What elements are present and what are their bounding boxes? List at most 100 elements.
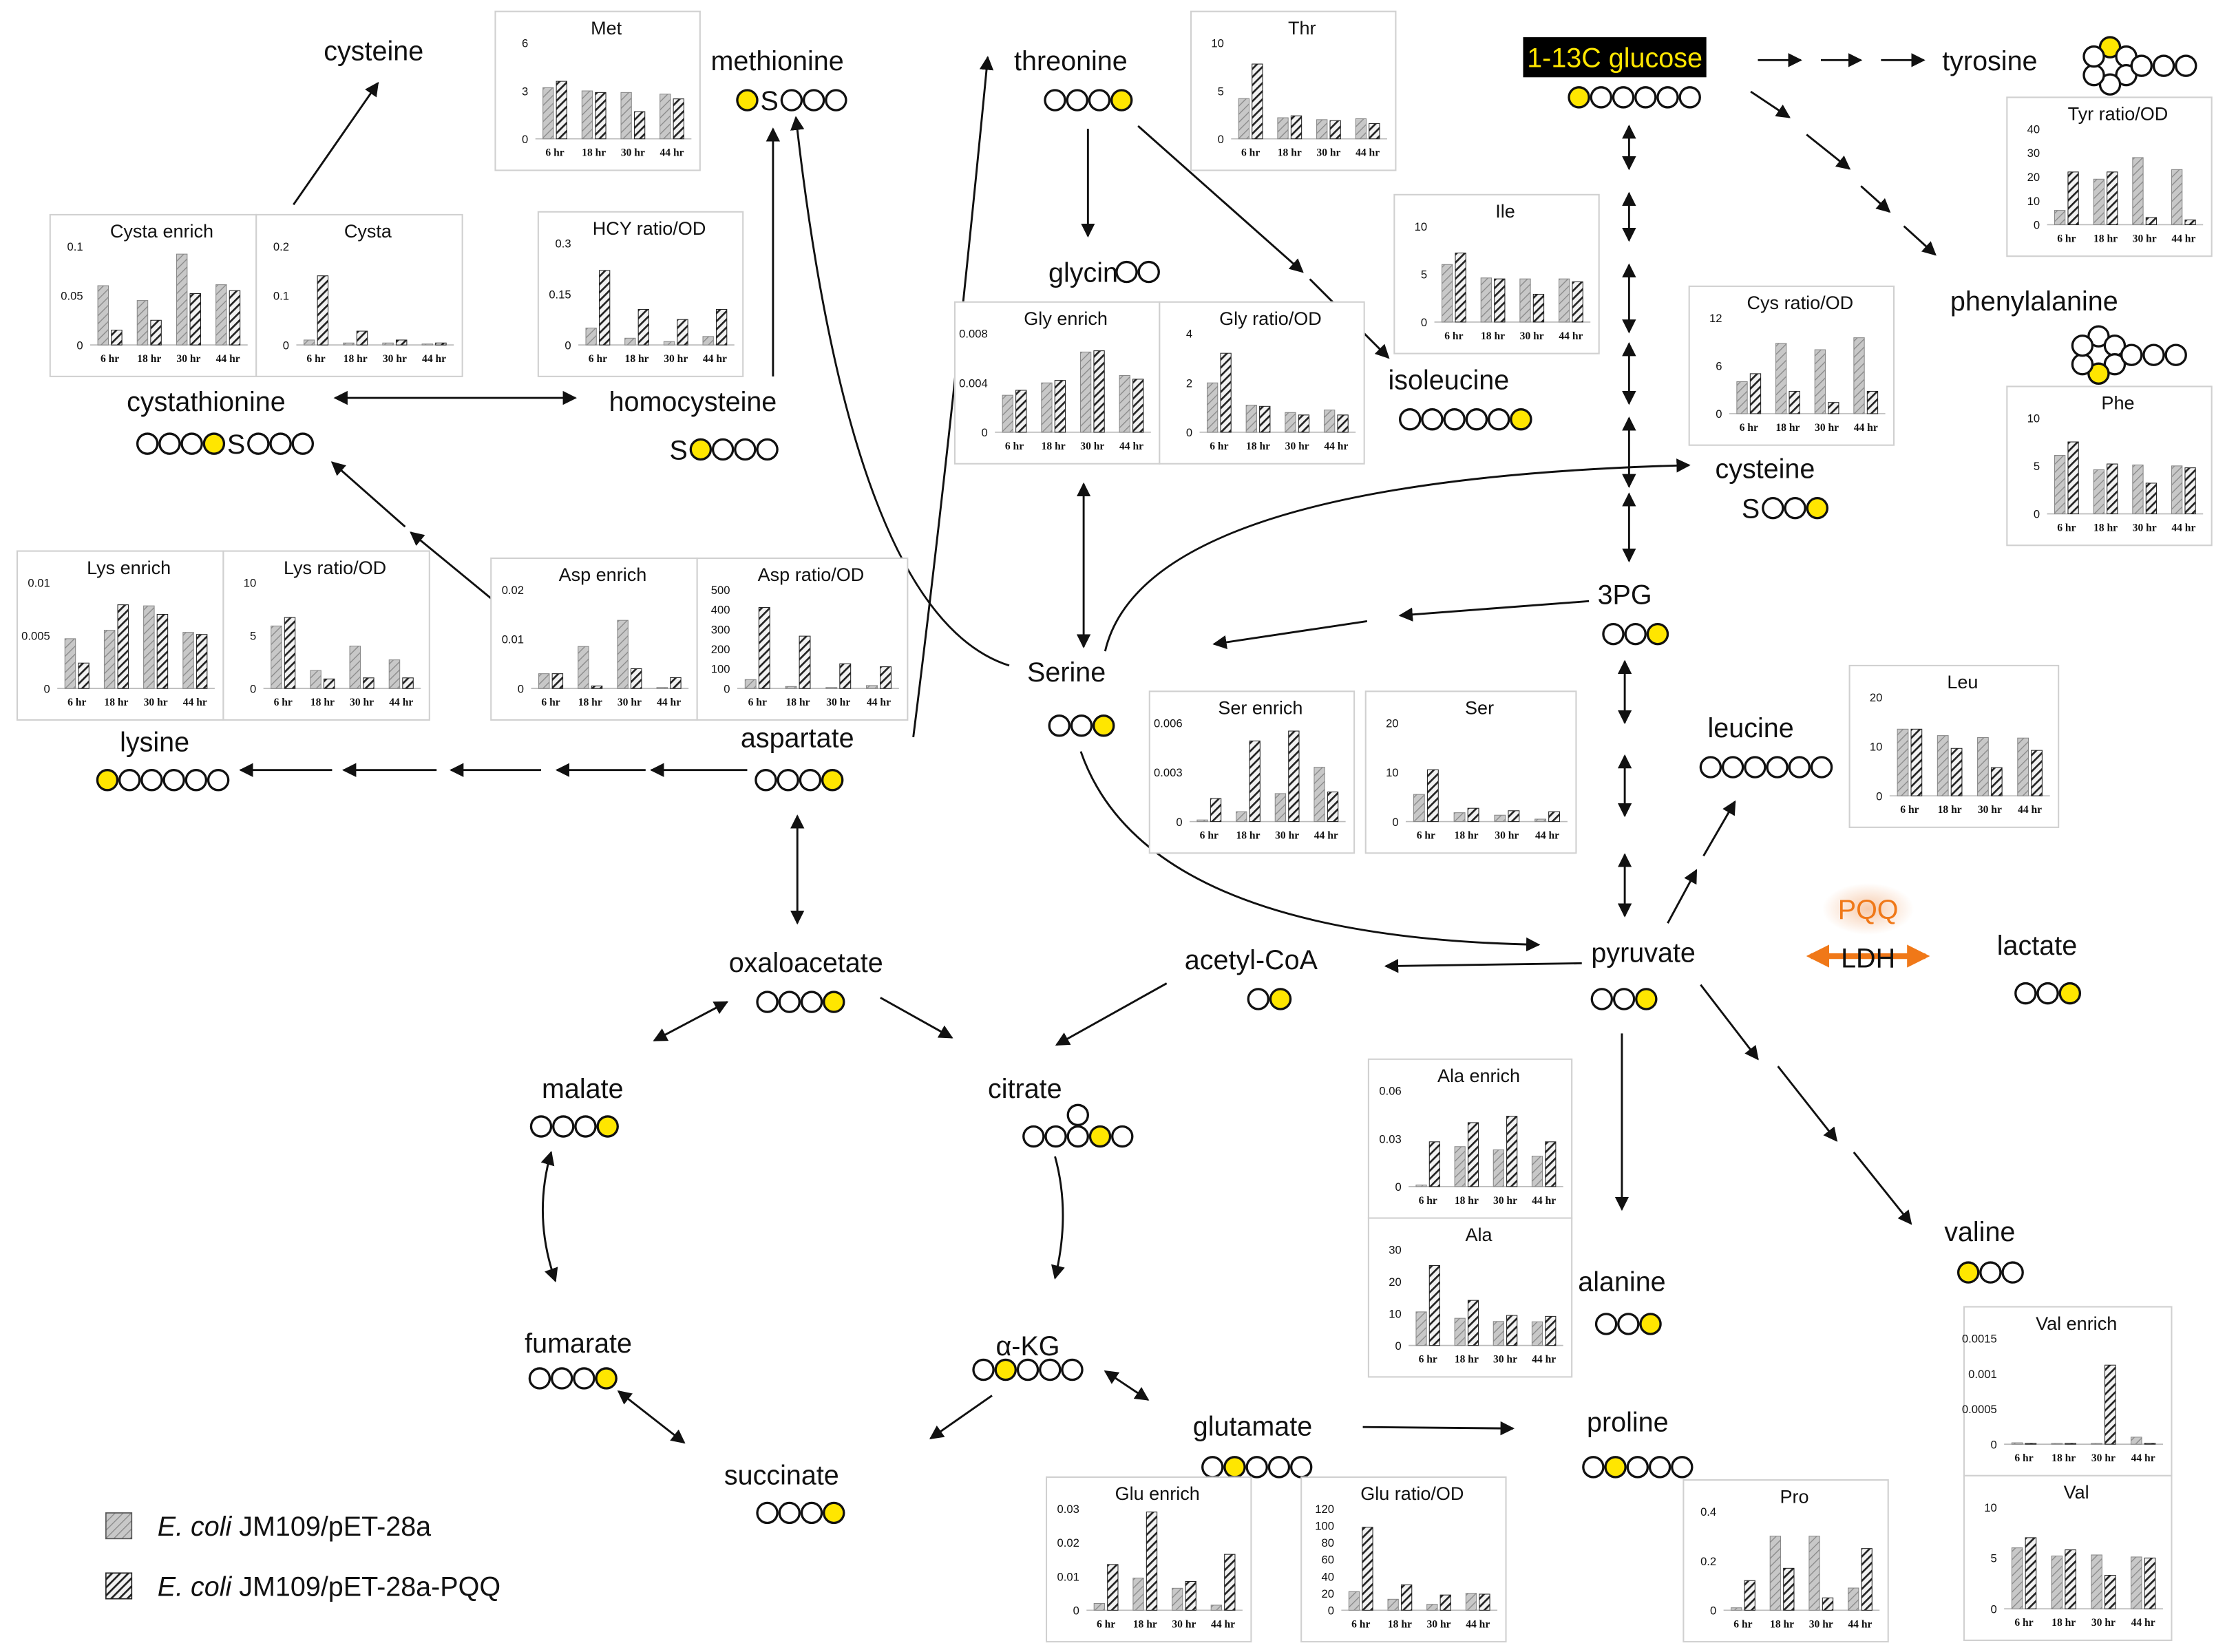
cystathionine-carbon-chain: S (136, 430, 315, 460)
bar-control (2051, 1555, 2063, 1609)
y-tick-label: 0 (518, 682, 524, 695)
carbon-atom (1267, 1456, 1291, 1479)
bar-control (2011, 1547, 2023, 1609)
x-tick-label: 18 hr (1938, 804, 1962, 816)
labeled-carbon-atom (994, 1358, 1017, 1381)
labeled-carbon-atom (821, 769, 844, 792)
x-tick-label: 6 hr (1241, 147, 1260, 159)
x-tick-label: 44 hr (660, 147, 684, 159)
ldh-label: LDH (1841, 944, 1895, 974)
bar-pqq (715, 308, 728, 346)
carbon-atom (2036, 982, 2059, 1005)
labeled-carbon-atom (1110, 89, 1133, 112)
y-tick-label: 0 (1710, 1605, 1716, 1618)
y-tick-label: 6 (1716, 360, 1722, 373)
x-tick-label: 30 hr (144, 697, 168, 708)
carbon-atom (1594, 1313, 1618, 1335)
bar-pqq (1749, 373, 1762, 414)
bar-pqq (1545, 1141, 1557, 1187)
bar-control (136, 300, 149, 346)
bar-control (303, 339, 315, 346)
bar-control (1731, 1607, 1742, 1611)
carbon-atom (140, 769, 163, 792)
bar-control (1236, 811, 1247, 823)
y-tick-label: 200 (711, 643, 730, 656)
labeled-carbon-atom (1806, 496, 1829, 520)
bar-control (660, 94, 671, 140)
carbon-atom (755, 769, 777, 792)
bar-pqq (1054, 380, 1066, 433)
carbon-atom (2175, 54, 2197, 77)
bar-pqq (356, 330, 368, 346)
x-tick-label: 18 hr (1481, 330, 1505, 342)
label-aspartate: aspartate (741, 723, 854, 753)
y-tick-label: 12 (1709, 312, 1722, 325)
arrow-glucose-to-phenylalanine (1750, 90, 1937, 256)
carbon-atom (1465, 408, 1488, 431)
bar-control (1853, 337, 1865, 414)
chart-frame (490, 557, 698, 721)
y-tick-label: 300 (711, 623, 730, 636)
label-cysteine-mid: cysteine (1715, 454, 1815, 485)
carbon-atom (1590, 86, 1613, 109)
arrow-citrate-to-akg (1051, 1156, 1065, 1280)
y-tick-label: 0 (522, 133, 528, 146)
y-tick-label: 0 (565, 339, 571, 352)
y-tick-label: 10 (1389, 1307, 1402, 1320)
bar-pqq (1508, 810, 1520, 823)
bar-control (2091, 1443, 2102, 1445)
x-tick-label: 44 hr (2171, 522, 2195, 533)
y-tick-label: 0.003 (1154, 766, 1183, 779)
carbon-atom (802, 89, 825, 112)
lysine-carbon-chain (96, 769, 230, 792)
label-valine: valine (1944, 1217, 2015, 1247)
x-tick-label: 30 hr (1493, 1354, 1517, 1366)
x-tick-label: 18 hr (1455, 830, 1479, 842)
x-tick-label: 30 hr (2133, 522, 2157, 533)
x-tick-label: 6 hr (274, 697, 293, 708)
bar-pqq (1467, 1300, 1479, 1346)
bar-control (2130, 1556, 2142, 1609)
bar-pqq (1950, 748, 1963, 796)
sulfur-atom: S (1742, 494, 1760, 525)
bar-control (1041, 382, 1053, 433)
bar-pqq (1290, 115, 1302, 140)
carbon-atom (552, 1115, 575, 1138)
carbon-atom (1421, 408, 1444, 431)
labeled-carbon-atom (96, 769, 119, 792)
carbon-atom (573, 1367, 595, 1390)
citrate-branch-carbon (1066, 1103, 1090, 1127)
carbon-atom (269, 432, 292, 455)
x-tick-label: 6 hr (2014, 1617, 2033, 1629)
chart-frame (1848, 664, 2060, 828)
carbon-atom (1590, 988, 1614, 1010)
label-threonine: threonine (1014, 46, 1128, 76)
labeled-carbon-atom (1092, 714, 1115, 737)
y-tick-label: 0.3 (556, 237, 571, 251)
label-tyrosine: tyrosine (1942, 46, 2037, 76)
x-tick-label: 30 hr (2091, 1617, 2116, 1629)
bar-control (1285, 412, 1296, 433)
y-tick-label: 0.006 (1154, 717, 1183, 730)
x-tick-label: 44 hr (1854, 422, 1878, 434)
bar-control (1415, 1311, 1427, 1346)
bar-control (1277, 117, 1289, 140)
chart-title: Met (591, 18, 622, 39)
chart-title: Glu ratio/OD (1360, 1483, 1464, 1504)
bar-control (1558, 278, 1570, 323)
carbon-atom (778, 991, 801, 1013)
chart-frame (1683, 1479, 1889, 1643)
carbon-atom (777, 769, 799, 792)
chart-title: Ser enrich (1218, 698, 1302, 719)
labeled-carbon-atom (1635, 988, 1658, 1010)
legend-swatch-dark (105, 1572, 133, 1600)
x-tick-label: 44 hr (216, 353, 240, 365)
bar-control (2171, 169, 2183, 225)
bar-pqq (111, 330, 123, 346)
carbon-atom (799, 769, 822, 792)
bar-pqq (2025, 1443, 2037, 1445)
